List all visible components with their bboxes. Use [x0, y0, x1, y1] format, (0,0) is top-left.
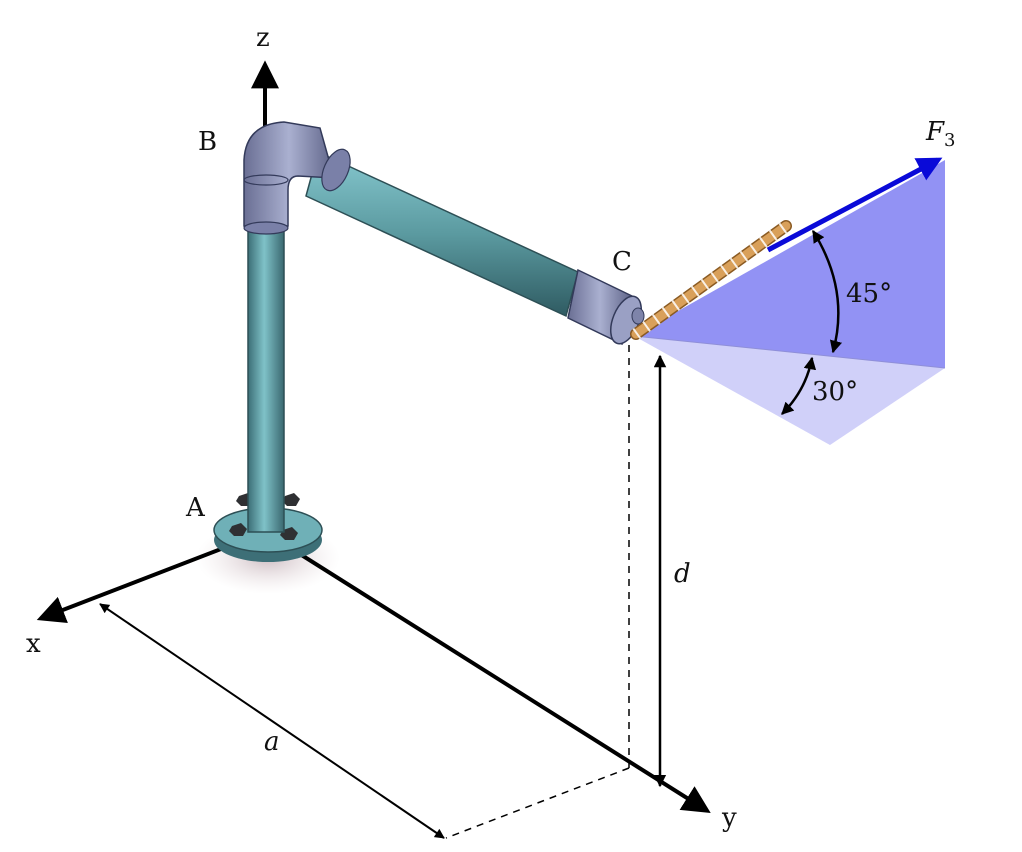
force-vector-f3: [766, 157, 943, 253]
vertical-pipe: [247, 219, 285, 533]
angle-45-label: 45°: [846, 279, 892, 309]
point-b-label: B: [198, 127, 217, 157]
angle-arc-30: [781, 356, 817, 415]
z-axis-label: z: [256, 23, 270, 53]
dimension-a: [99, 603, 445, 839]
dimension-a-label: a: [264, 727, 280, 757]
angle-arc-45: [811, 229, 842, 354]
dimension-d-label: d: [674, 559, 691, 589]
point-a-label: A: [185, 493, 206, 523]
angle-30-label: 30°: [812, 377, 858, 407]
bolt-icon: [282, 493, 300, 506]
horizontal-pipe: [305, 150, 579, 318]
force-label: F3: [925, 117, 956, 151]
elbow-fitting: [243, 121, 351, 235]
force-plane: [634, 160, 945, 368]
force-label-sub: 3: [944, 130, 955, 151]
force-label-main: F: [925, 117, 945, 147]
y-axis-label: y: [721, 803, 737, 833]
x-axis-label: x: [26, 629, 41, 659]
floor-projection-line: [445, 767, 630, 839]
point-c-label: C: [612, 247, 632, 277]
y-axis: [263, 530, 711, 813]
plane-edge: [633, 335, 946, 369]
rope: [630, 220, 792, 340]
bolt-icon: [229, 523, 247, 536]
